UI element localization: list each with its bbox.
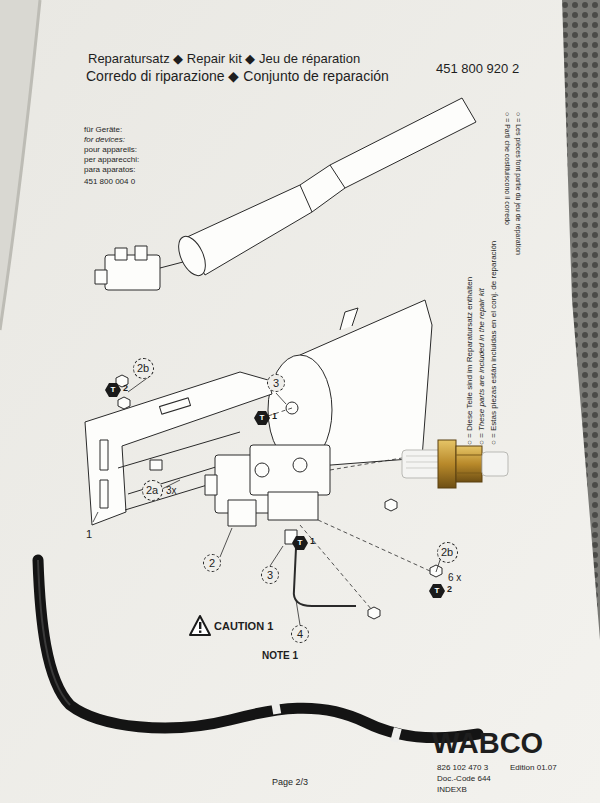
torque-symbol: T — [260, 414, 265, 423]
callout-number: 1 — [86, 528, 92, 540]
kit-title: Corredo di riparazione ◆ Conjunto de rep… — [86, 69, 389, 84]
callout-number: 2b — [137, 363, 149, 374]
callout-circle: 3 — [261, 566, 279, 584]
device-label: for devices: — [84, 136, 125, 145]
quantity: 6 x — [448, 572, 461, 583]
legend-note: ○ = Parti che costituiscono il corredo — [503, 112, 511, 225]
caution-note: CAUTION 1 — [214, 620, 273, 632]
legend-note: ○ = Estas piezas están incluidas en el c… — [490, 241, 499, 445]
callout-number: 3 — [273, 378, 279, 389]
torque-symbol: T — [435, 587, 440, 596]
edition: Edition 01.07 — [510, 764, 557, 773]
doc-number: 826 102 470 3 — [437, 764, 488, 773]
callout-circle: 2b — [133, 358, 154, 379]
callout-number: 2 — [209, 558, 215, 569]
callout-number: 2a — [146, 485, 158, 496]
index: INDEXB — [437, 786, 467, 795]
torque-class: 2 — [123, 384, 128, 394]
device-label: pour appareils: — [84, 146, 137, 155]
page-number: Page 2/3 — [272, 778, 308, 788]
callout-circle: 4 — [291, 625, 309, 643]
doc-code: Doc.-Code 644 — [437, 775, 491, 784]
callout-number: 2b — [441, 547, 453, 558]
legend-note: ○ = These parts are included in the repa… — [478, 288, 487, 445]
callout-circle: 2a — [142, 480, 163, 501]
quantity: 3x — [166, 485, 177, 496]
torque-symbol: T — [111, 386, 116, 395]
device-label: para aparatos: — [84, 166, 136, 175]
torque-class: 1 — [272, 412, 277, 422]
callout-circle: 2 — [203, 554, 221, 572]
note-label: NOTE 1 — [262, 650, 298, 661]
device-label: per apparecchi: — [84, 156, 139, 165]
kit-title: Reparatursatz ◆ Repair kit ◆ Jeu de répa… — [88, 52, 360, 66]
callout-circle: 3 — [267, 374, 285, 392]
torque-class: 1 — [310, 537, 315, 547]
brand-logo: WABCO — [432, 728, 543, 760]
callout-circle: 2b — [437, 542, 458, 563]
callout-number: 4 — [297, 629, 303, 640]
callout-number: 3 — [267, 570, 273, 581]
part-number: 451 800 920 2 — [436, 62, 519, 76]
torque-symbol: T — [298, 539, 303, 548]
legend-note: ○ = Les pièces font partie du jeu de rép… — [514, 112, 522, 255]
device-number: 451 800 004 0 — [84, 178, 135, 187]
legend-note: ○ = Diese Teile sind im Reparatursatz en… — [466, 277, 475, 445]
device-label: für Geräte: — [84, 126, 122, 135]
torque-class: 2 — [447, 585, 452, 595]
